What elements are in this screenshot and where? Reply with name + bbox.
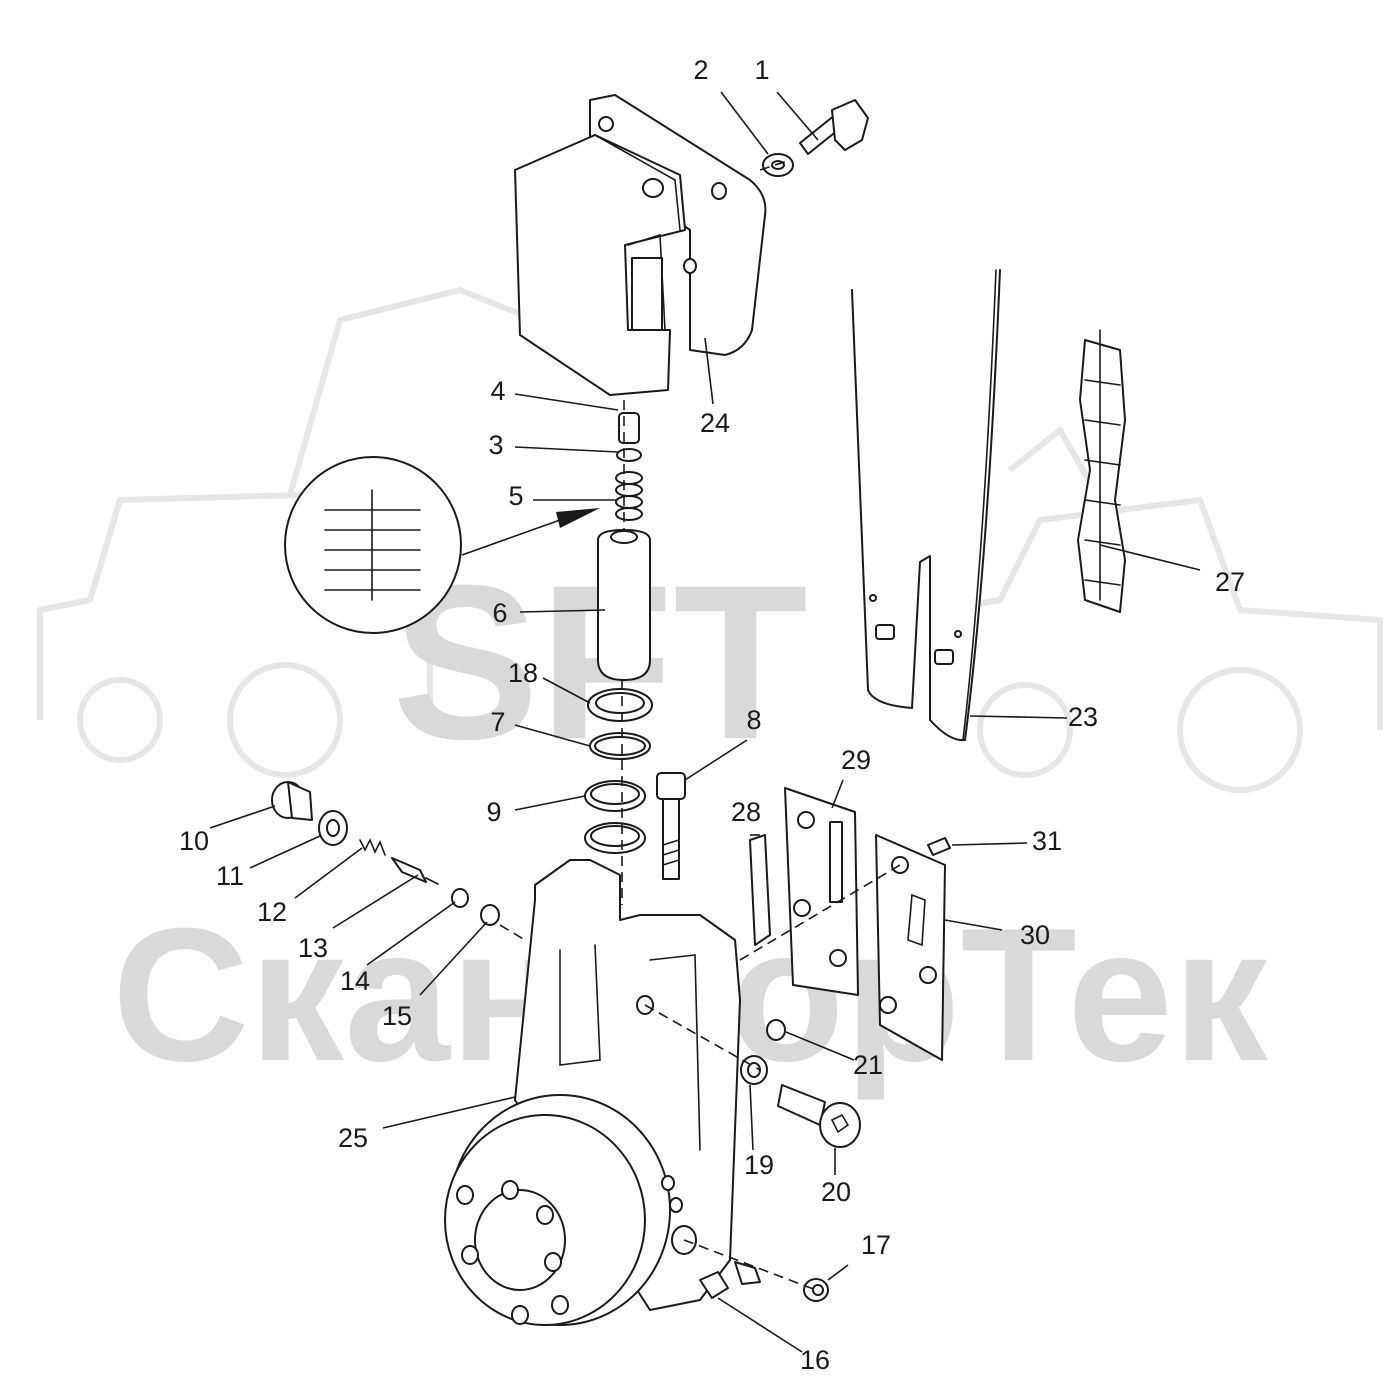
part-4-sleeve [618,412,640,444]
part-31-screw [927,837,951,856]
callout-3: 3 [488,430,503,460]
callout-7: 7 [490,707,505,737]
part-1-bolt [799,99,869,155]
part-10-bushing [271,781,313,821]
watermark-tractor-left [37,287,562,778]
part-30-plate [875,834,946,1061]
callout-13: 13 [298,933,328,963]
callout-8: 8 [746,705,761,735]
part-11-washer [318,810,348,846]
callout-labels: 1 2 3 4 5 6 7 8 9 10 11 12 13 14 15 16 1… [179,55,1245,1375]
callout-17: 17 [861,1230,891,1260]
callout-1: 1 [754,55,769,85]
callout-28: 28 [731,797,761,827]
assembly-axes [499,159,901,1291]
part-28-strip [749,834,771,946]
callout-9: 9 [486,797,501,827]
callout-14: 14 [340,966,370,996]
callout-23: 23 [1068,702,1098,732]
part-6-piston [597,529,651,681]
callout-4: 4 [490,376,505,406]
callout-10: 10 [179,826,209,856]
watermark-tractor-right [937,427,1383,793]
leader-lines [209,91,1201,1353]
callout-12: 12 [257,897,287,927]
callout-5: 5 [508,481,523,511]
part-23-guide-bar [851,269,1001,742]
part-5-disc-springs [615,471,643,521]
callout-11: 11 [216,861,244,891]
part-18-seal [587,688,653,722]
callout-29: 29 [841,745,871,775]
part-2-washer [762,153,794,177]
part-9-seal [584,780,646,854]
callout-20: 20 [821,1177,851,1207]
callout-31: 31 [1032,826,1062,856]
detail-arrow-icon [556,508,600,528]
part-27-chain [1077,329,1126,613]
part-20-cap-screw [777,1084,861,1148]
part-16-nipple [699,1261,761,1299]
callout-2: 2 [693,55,708,85]
callout-25: 25 [338,1123,368,1153]
callout-18: 18 [508,658,538,688]
part-25-main-body [444,859,741,1326]
part-15-clip [480,904,500,926]
callout-19: 19 [744,1150,774,1180]
part-8-long-bolt [656,772,686,880]
part-14-clip [451,888,469,908]
part-19-washer [740,1055,768,1085]
part-21-bushing [766,1019,786,1041]
callout-21: 21 [853,1050,883,1080]
part-17-plug [803,1278,829,1302]
detail-view-disc-springs [284,456,600,634]
part-29-plate [784,787,859,996]
part-13-valve-stem [391,857,439,885]
callout-16: 16 [800,1345,830,1375]
callout-30: 30 [1020,920,1050,950]
callout-15: 15 [382,1001,412,1031]
callout-6: 6 [492,598,507,628]
callout-27: 27 [1215,567,1245,597]
part-3-ring [616,448,642,462]
part-7-o-ring [589,732,651,760]
part-12-spring [359,838,386,856]
part-24-upper-housing [514,94,767,396]
callout-24: 24 [700,408,730,438]
